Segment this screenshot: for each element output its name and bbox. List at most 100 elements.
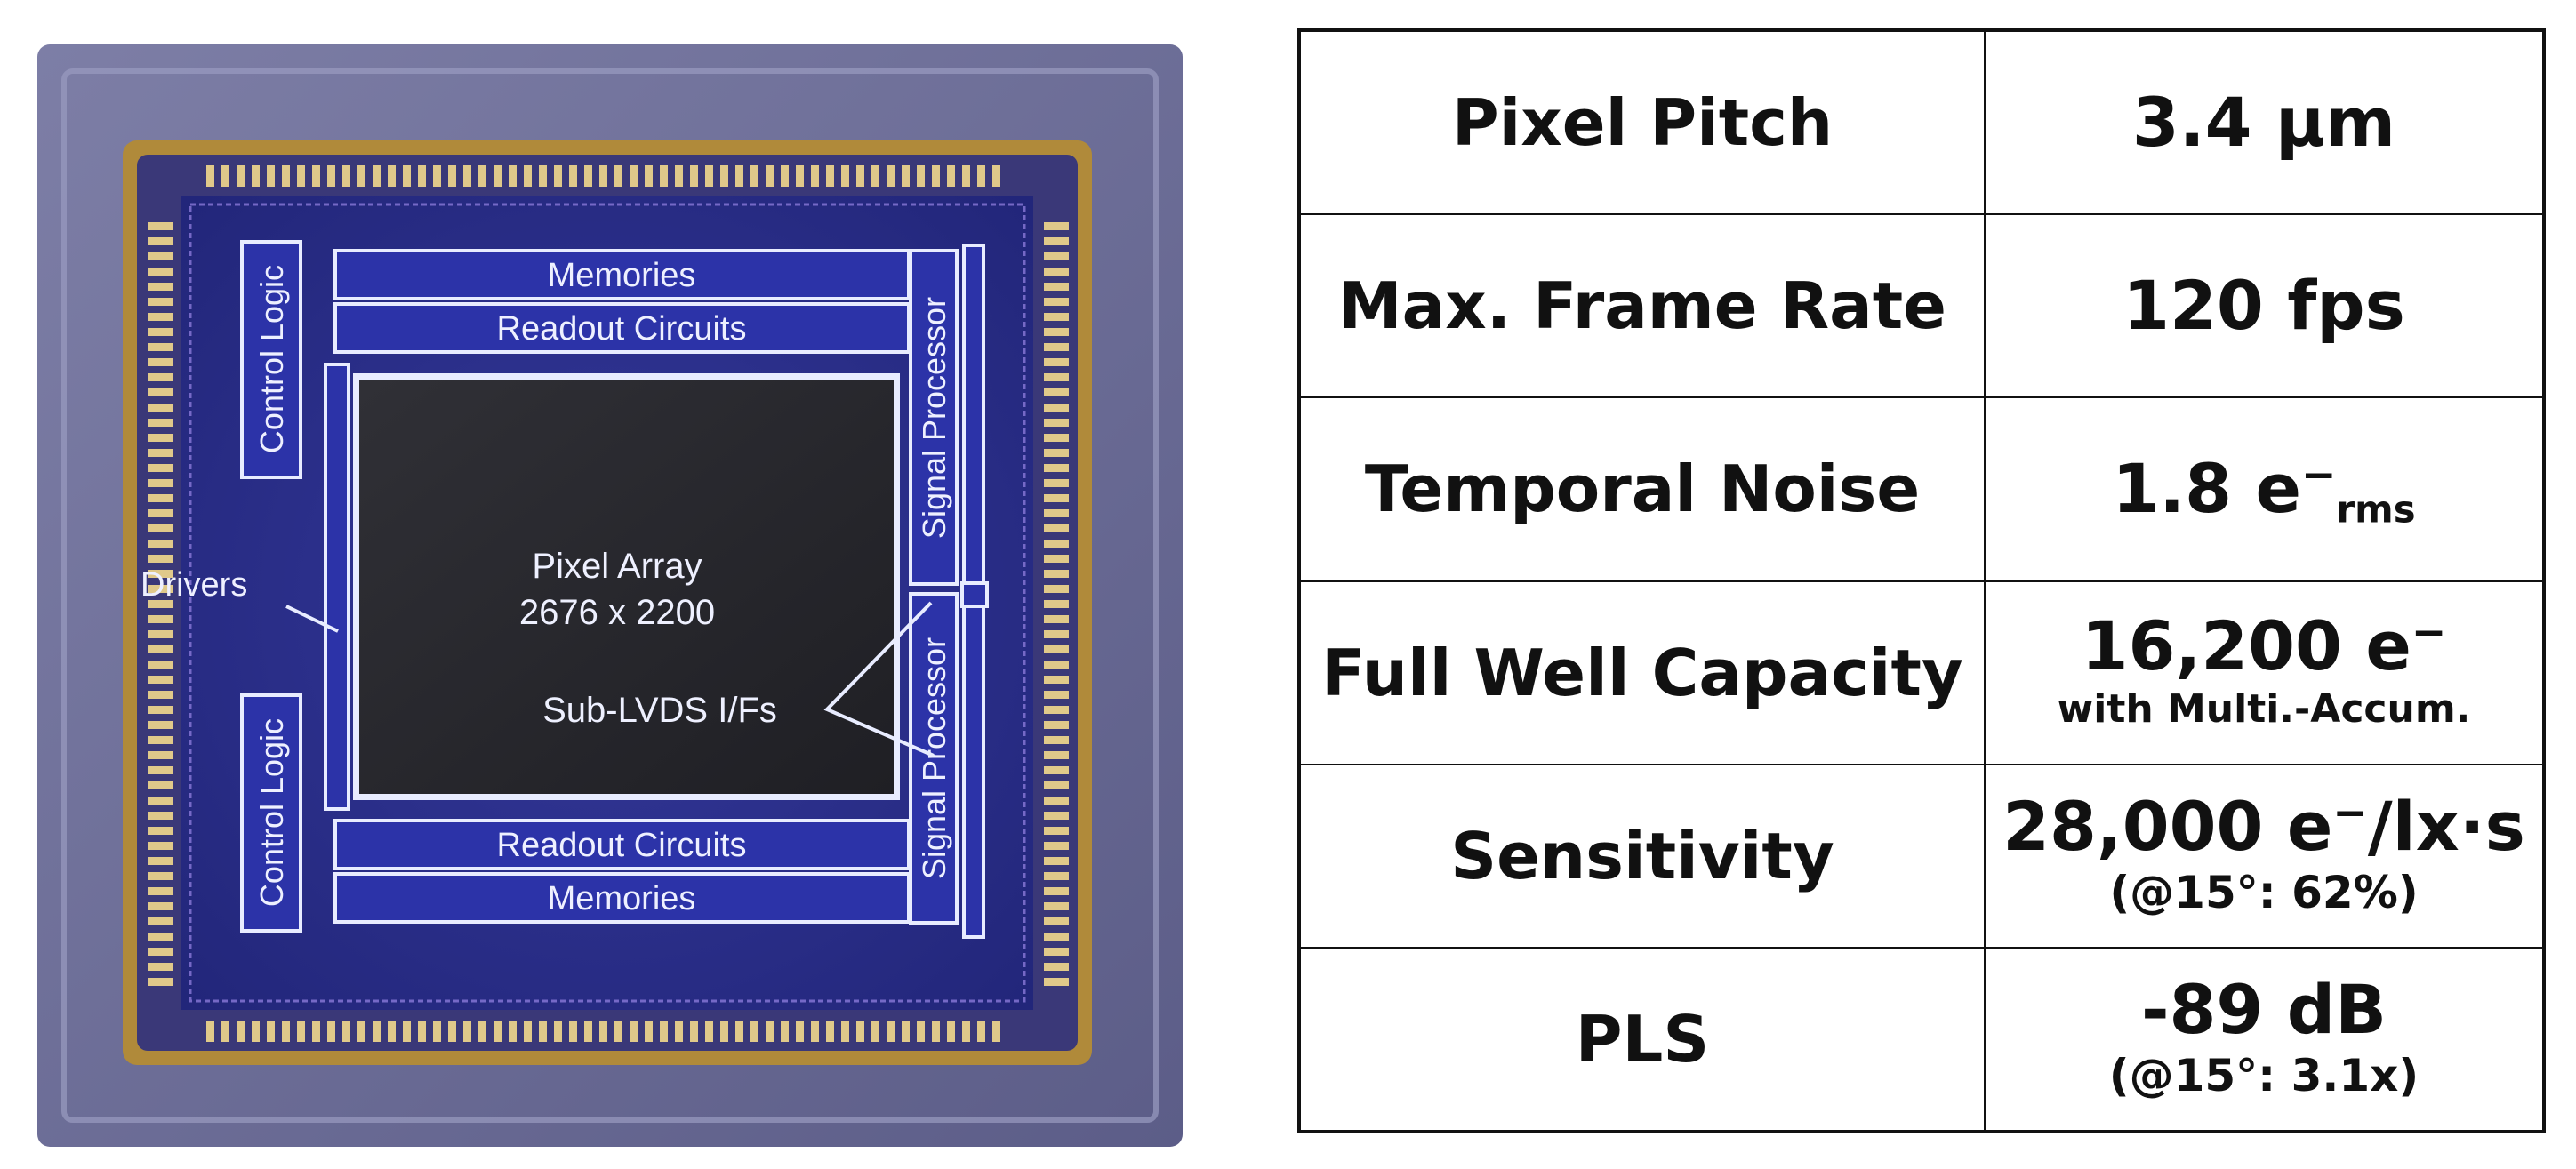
bond-pad	[148, 630, 173, 638]
spec-value-pixel-pitch: 3.4 µm	[1985, 31, 2543, 215]
bond-pad	[554, 165, 562, 187]
bond-pad	[690, 1021, 698, 1042]
bond-pad	[1044, 585, 1069, 593]
bond-pad	[1044, 933, 1069, 941]
bond-pad	[781, 1021, 789, 1042]
bond-pad	[720, 1021, 728, 1042]
bond-pad	[1044, 857, 1069, 865]
bond-pad	[1044, 555, 1069, 563]
bond-pad	[887, 1021, 895, 1042]
bond-pad	[327, 165, 335, 187]
bond-pad	[841, 165, 849, 187]
signal-processor-bottom-label: Signal Processor	[916, 637, 952, 879]
bond-pad	[675, 165, 683, 187]
bond-pad	[148, 585, 173, 593]
bond-pad	[645, 1021, 653, 1042]
bond-pad	[148, 902, 173, 910]
spec-value-pls: -89 dB (@15°: 3.1x)	[1985, 947, 2543, 1131]
bond-pad	[947, 165, 955, 187]
bond-pad	[1044, 358, 1069, 366]
bond-pad	[357, 165, 365, 187]
pixel-array-label: Pixel Array	[532, 547, 702, 586]
bond-pad	[1044, 373, 1069, 381]
bond-pad	[148, 963, 173, 971]
bond-pad	[1044, 298, 1069, 306]
bond-pad	[403, 165, 411, 187]
bond-pad	[1044, 917, 1069, 925]
bond-pad	[403, 1021, 411, 1042]
bond-pad	[630, 165, 638, 187]
bond-pad	[750, 1021, 758, 1042]
bond-pad	[1044, 842, 1069, 850]
bond-pad	[796, 1021, 804, 1042]
bond-pad	[1044, 540, 1069, 548]
bond-pad	[932, 1021, 940, 1042]
bond-pad	[826, 165, 834, 187]
bond-pad	[1044, 706, 1069, 714]
bond-pad	[1044, 736, 1069, 744]
bond-pad	[1044, 661, 1069, 669]
bond-pad	[148, 600, 173, 608]
bond-pad	[1044, 887, 1069, 895]
bond-pad	[494, 1021, 502, 1042]
bond-pad	[148, 479, 173, 487]
spec-note-pls: (@15°: 3.1x)	[2108, 1050, 2420, 1102]
bond-pad	[811, 165, 819, 187]
bond-pad	[841, 1021, 849, 1042]
bond-pad	[148, 797, 173, 805]
bond-pad	[148, 842, 173, 850]
bond-pad	[148, 827, 173, 835]
readout-top-label: Readout Circuits	[497, 310, 747, 348]
control-logic-top-label: Control Logic	[253, 265, 290, 453]
bond-pad	[992, 165, 1000, 187]
spec-param-pls: PLS	[1300, 947, 1985, 1131]
bond-pad	[856, 1021, 864, 1042]
bond-pad	[478, 165, 486, 187]
readout-bottom-label: Readout Circuits	[497, 827, 747, 864]
bond-pad	[856, 165, 864, 187]
bond-pad	[148, 751, 173, 759]
bond-pad	[433, 165, 441, 187]
drivers-leader-line	[285, 605, 339, 633]
bond-pad	[1044, 691, 1069, 699]
bond-pad	[221, 1021, 229, 1042]
bond-pad	[148, 328, 173, 336]
bond-pad	[1044, 494, 1069, 502]
bond-pad	[1044, 978, 1069, 986]
bond-pad	[148, 222, 173, 230]
bond-pad	[252, 165, 260, 187]
bond-pad	[1044, 524, 1069, 532]
bond-pad	[1044, 343, 1069, 351]
bond-pad	[1044, 479, 1069, 487]
bond-pad	[1044, 948, 1069, 956]
sub-lvds-if-top	[962, 244, 985, 585]
pixel-array-size-label: 2676 x 2200	[519, 593, 715, 632]
bond-pad	[690, 165, 698, 187]
bond-pad	[418, 1021, 426, 1042]
bond-pad	[569, 165, 577, 187]
bond-pad	[433, 1021, 441, 1042]
bond-pad	[1044, 449, 1069, 457]
bond-pad	[494, 165, 502, 187]
control-logic-top-block: Control Logic	[240, 240, 302, 479]
spec-param-sensitivity: Sensitivity	[1300, 764, 1985, 948]
sub-lvds-if-mid	[960, 581, 989, 608]
bond-pad	[1044, 328, 1069, 336]
bond-pad	[796, 165, 804, 187]
bond-pad	[811, 1021, 819, 1042]
spec-param-temporal-noise: Temporal Noise	[1300, 397, 1985, 581]
bond-pad	[148, 948, 173, 956]
bond-pad	[252, 1021, 260, 1042]
bond-pad	[448, 1021, 456, 1042]
bond-pad	[148, 676, 173, 684]
bond-pad	[509, 165, 517, 187]
bond-pad	[887, 165, 895, 187]
bond-pad	[1044, 570, 1069, 578]
bond-pad	[902, 165, 910, 187]
bond-pad	[584, 165, 592, 187]
memories-bottom-block: Memories	[333, 872, 911, 924]
bond-pad	[1044, 268, 1069, 276]
bond-pad	[645, 165, 653, 187]
bond-pad	[148, 872, 173, 880]
bond-pad	[569, 1021, 577, 1042]
